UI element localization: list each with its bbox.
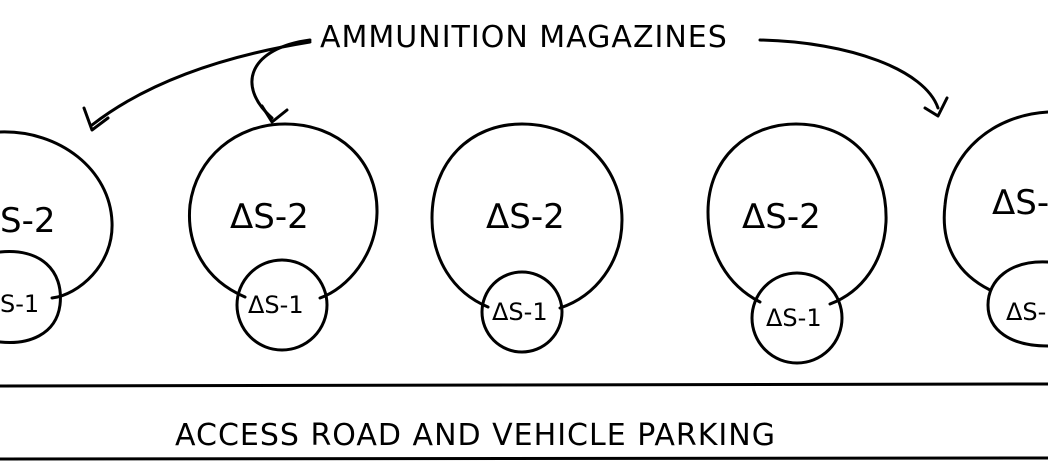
arrow-left (90, 40, 312, 127)
magazine-3: ΔS-2 ΔS-1 (430, 122, 624, 354)
arrow-middle-head (260, 104, 289, 124)
magazine-2-small-label: ΔS-1 (248, 291, 304, 319)
magazine-1: S-2 S-1 (0, 130, 114, 345)
magazine-4-small-circle (750, 271, 844, 365)
magazine-2-large-label: ΔS-2 (230, 197, 309, 237)
arrow-left-head (82, 106, 110, 132)
road-upper-line (0, 382, 1048, 388)
magazine-3-small-circle (480, 270, 564, 354)
magazine-2-large-circle (187, 122, 379, 300)
arrow-right-head (923, 96, 949, 118)
magazine-4-large-label: ΔS-2 (742, 197, 821, 237)
magazine-5: ΔS- ΔS- (942, 110, 1048, 348)
magazine-1-small-label: S-1 (0, 290, 39, 318)
magazine-3-large-label: ΔS-2 (486, 197, 565, 237)
magazine-2: ΔS-2 ΔS-1 (187, 122, 379, 352)
magazine-2-small-circle (235, 258, 329, 352)
magazine-1-large-label: S-2 (0, 201, 55, 241)
magazine-4: ΔS-2 ΔS-1 (706, 122, 888, 365)
magazine-4-large-circle (706, 122, 888, 306)
ammunition-magazines-title: AMMUNITION MAGAZINES (320, 20, 728, 55)
arrow-right (758, 38, 940, 110)
magazine-5-small-circle (986, 260, 1048, 348)
magazine-1-large-circle (0, 130, 114, 300)
magazine-5-large-label: ΔS- (992, 183, 1048, 223)
magazine-5-large-circle (942, 110, 1048, 292)
access-road-label: ACCESS ROAD AND VEHICLE PARKING (175, 418, 776, 453)
magazine-4-small-label: ΔS-1 (766, 304, 822, 332)
pointer-arrows (82, 38, 949, 132)
magazine-5-small-label: ΔS- (1006, 298, 1046, 326)
magazine-3-large-circle (430, 122, 624, 310)
road-lower-line (0, 456, 1048, 461)
magazine-3-small-label: ΔS-1 (492, 298, 548, 326)
magazine-1-small-circle (0, 250, 62, 345)
